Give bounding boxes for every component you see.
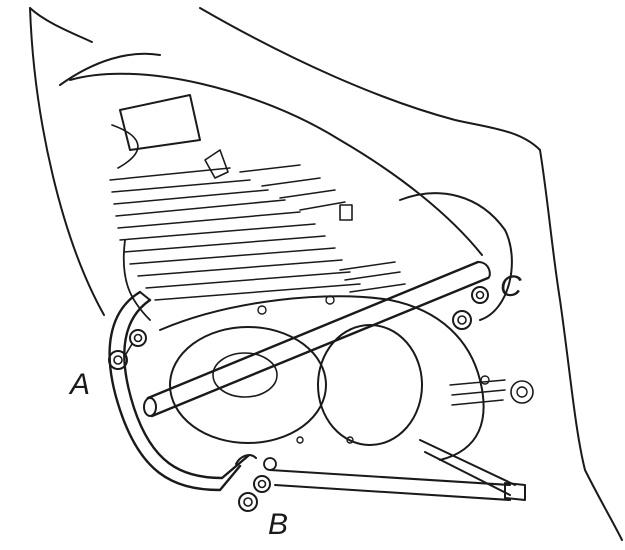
frame-outline	[29, 7, 623, 541]
callout-c-label: C	[500, 270, 522, 303]
bolt-b	[238, 457, 277, 512]
engine-guard-bar	[108, 260, 491, 492]
engine-cylinder	[69, 72, 483, 321]
lower-bracket	[269, 439, 526, 501]
crankcase	[159, 192, 534, 461]
bolt-c	[452, 286, 489, 330]
callout-b-label: B	[268, 508, 289, 541]
callout-a-label: A	[70, 368, 91, 401]
bolt-a	[108, 329, 147, 370]
